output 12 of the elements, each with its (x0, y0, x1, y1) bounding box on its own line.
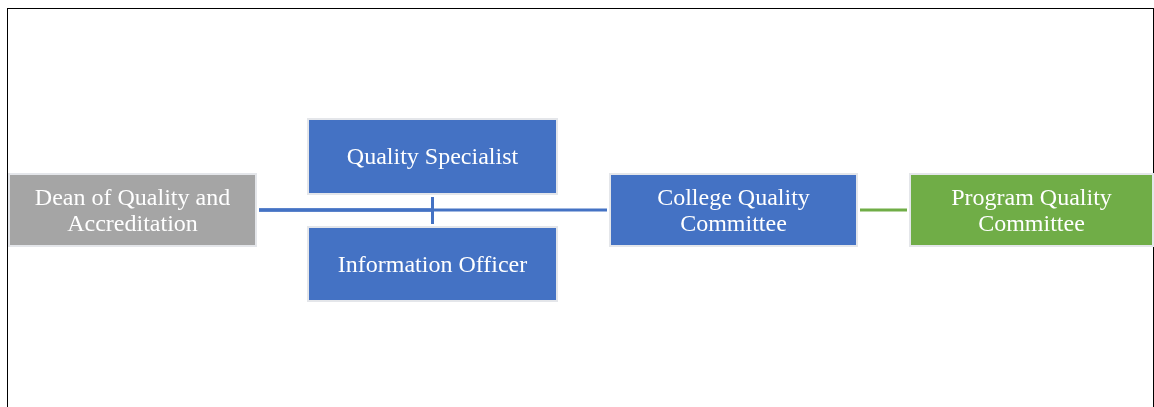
role-title: Information Officer (337, 250, 528, 278)
role-title: Program Quality Committee (950, 183, 1113, 237)
role-title: Quality Specialist (346, 143, 519, 170)
role-box (609, 173, 858, 247)
connector-line (860, 208, 907, 212)
connector-line (259, 208, 434, 224)
role-box (307, 226, 558, 302)
role-title: Dean of Quality and Accreditation (33, 183, 232, 237)
role-box (8, 173, 257, 247)
role-title: College Quality Committee (656, 183, 811, 237)
role-box (909, 173, 1154, 247)
role-box (307, 118, 558, 195)
